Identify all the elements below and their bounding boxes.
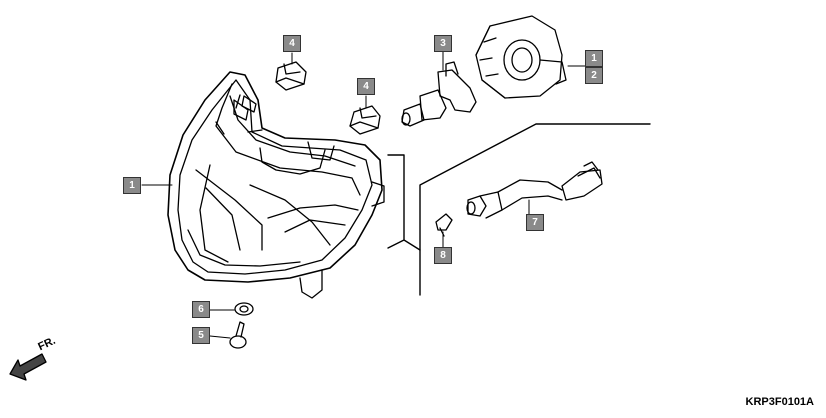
headlight-assembly (167, 71, 385, 299)
front-arrow (9, 353, 47, 381)
subassembly-frame (387, 123, 651, 296)
callout-6-nut: 6 (192, 301, 210, 318)
screw-part-5 (229, 321, 247, 349)
callout-4-clip-a: 4 (283, 35, 301, 52)
callout-1-cover: 1 (585, 50, 603, 67)
leader-lines (141, 51, 586, 339)
callout-3-bulb: 3 (434, 35, 452, 52)
callout-4-clip-b: 4 (357, 78, 375, 95)
small-bulb-part-8 (435, 213, 453, 237)
diagram-code: KRP3F0101A (745, 396, 814, 408)
callout-8-small-bulb: 8 (434, 247, 452, 264)
callout-5-screw: 5 (192, 327, 210, 344)
callout-1-headlight: 1 (123, 177, 141, 194)
dust-cover (475, 15, 567, 99)
socket-harness-part-7 (466, 161, 603, 219)
clip-part-4b (349, 105, 381, 135)
bulb-part-3 (401, 61, 477, 127)
callout-7-socket: 7 (526, 214, 544, 231)
nut-part-6 (234, 302, 254, 316)
callout-2-cover: 2 (585, 67, 603, 84)
clip-part-4a (275, 61, 307, 91)
